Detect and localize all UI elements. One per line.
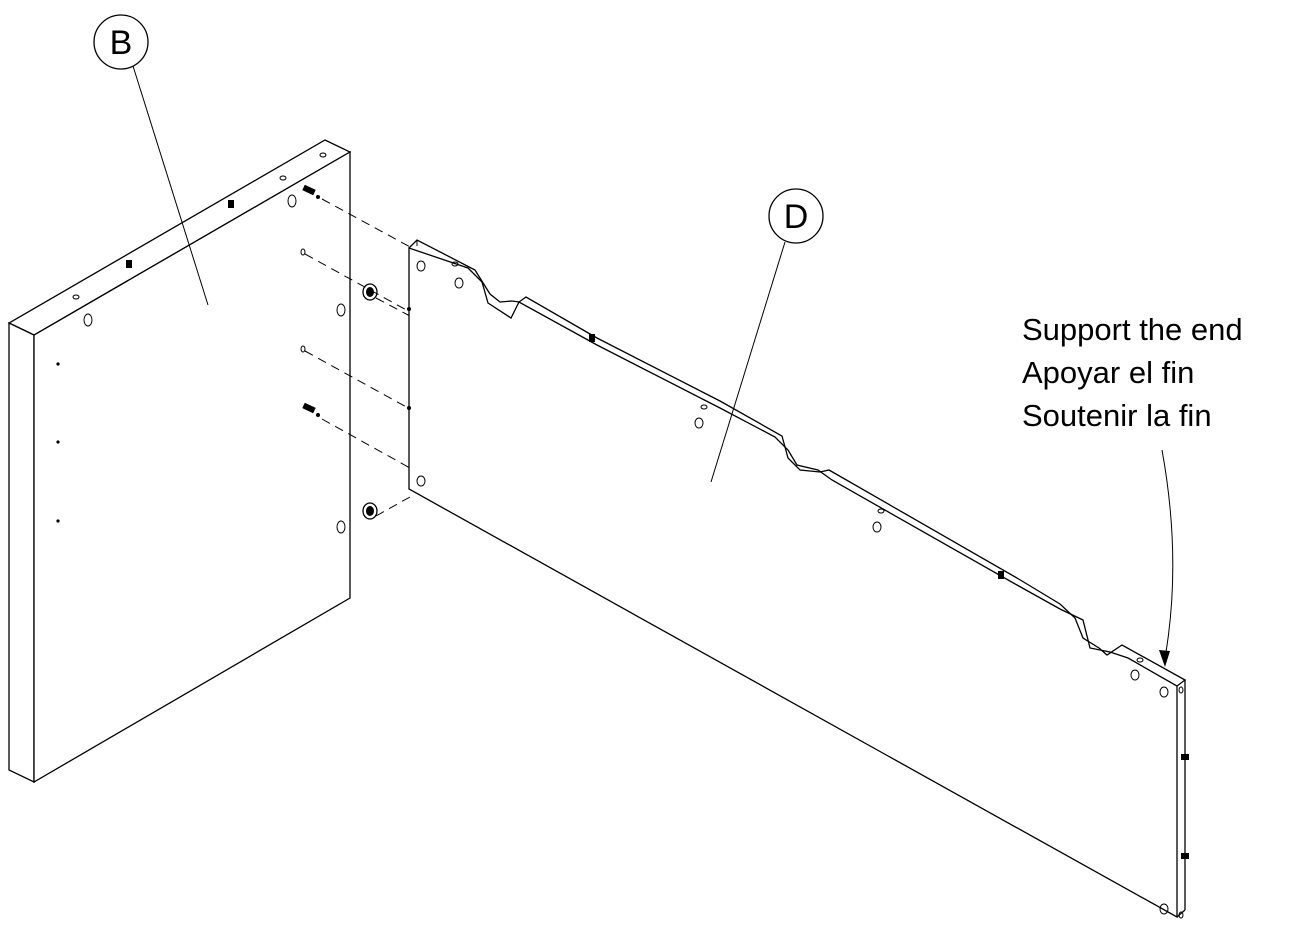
callout-d-circle bbox=[768, 188, 824, 244]
note-line-es: Apoyar el fin bbox=[1022, 355, 1194, 390]
panel-d-top-hole bbox=[451, 261, 459, 267]
callout-b-leader bbox=[132, 65, 209, 306]
panel-d-end-pin bbox=[1181, 853, 1189, 859]
screw-icon bbox=[302, 402, 320, 417]
cam-lock-icon bbox=[362, 502, 378, 520]
note-arrow-leader bbox=[1161, 449, 1174, 659]
panel-d-end-hole bbox=[1178, 911, 1184, 919]
panel-d-top-pin bbox=[998, 571, 1004, 579]
panel-d-end-edge bbox=[1176, 909, 1186, 918]
panel-d-end-pin bbox=[1181, 754, 1189, 760]
panel-b-front-dot bbox=[56, 440, 60, 444]
panel-b bbox=[7, 139, 378, 784]
panel-b-top-hole bbox=[279, 175, 287, 181]
callout-b: B bbox=[93, 14, 209, 306]
support-note: Support the end Apoyar el fin Soutenir l… bbox=[1022, 312, 1243, 667]
panel-b-top-hole bbox=[72, 294, 80, 300]
callout-b-label: B bbox=[110, 24, 133, 62]
panel-d-edge-hole bbox=[407, 406, 411, 410]
arrow-head-icon bbox=[1159, 650, 1170, 667]
panel-d-top-pin bbox=[589, 334, 595, 342]
panel-b-front-dot bbox=[56, 362, 60, 366]
note-line-en: Support the end bbox=[1022, 312, 1243, 347]
panel-b-side-hole bbox=[336, 303, 346, 317]
panel-d-top-hole bbox=[877, 508, 885, 514]
panel-d bbox=[407, 239, 1189, 919]
callout-d-leader bbox=[710, 241, 786, 483]
panel-b-side-hole-small bbox=[300, 248, 306, 256]
panel-d-hole bbox=[416, 260, 426, 272]
screw-icon bbox=[302, 184, 320, 199]
panel-b-side-hole bbox=[83, 313, 93, 327]
callout-b-circle bbox=[93, 14, 149, 70]
panel-b-top-pin bbox=[228, 200, 234, 208]
panel-d-top-hole bbox=[1136, 657, 1144, 663]
panel-d-hole bbox=[1159, 903, 1169, 915]
panel-d-end-hole bbox=[1178, 686, 1184, 694]
callout-d: D bbox=[710, 188, 824, 483]
panel-b-side-hole-small bbox=[300, 345, 306, 353]
panel-d-hole bbox=[694, 417, 704, 429]
callout-d-label: D bbox=[784, 198, 809, 236]
panel-d-hole bbox=[1159, 686, 1169, 698]
panel-b-side-hole bbox=[336, 520, 346, 534]
alignment-lines bbox=[304, 198, 413, 517]
panel-b-side-hole bbox=[287, 194, 297, 208]
note-line-fr: Soutenir la fin bbox=[1022, 398, 1212, 433]
panel-d-edge-hole bbox=[407, 307, 411, 311]
cam-lock-icon bbox=[362, 283, 378, 301]
panel-d-top-hole bbox=[700, 404, 708, 410]
panel-b-top-hole bbox=[319, 152, 327, 158]
panel-b-top-pin bbox=[126, 260, 132, 268]
panel-b-front-dot bbox=[56, 519, 60, 523]
panel-d-hole bbox=[454, 277, 464, 289]
panel-d-top-edge bbox=[408, 239, 1187, 687]
panel-d-hole bbox=[1130, 669, 1140, 681]
panel-d-main-face bbox=[408, 247, 1178, 919]
panel-d-hole bbox=[872, 521, 882, 533]
panel-b-side-face bbox=[33, 150, 351, 784]
panel-d-hole bbox=[416, 475, 426, 487]
panel-b-front-face bbox=[8, 321, 35, 784]
